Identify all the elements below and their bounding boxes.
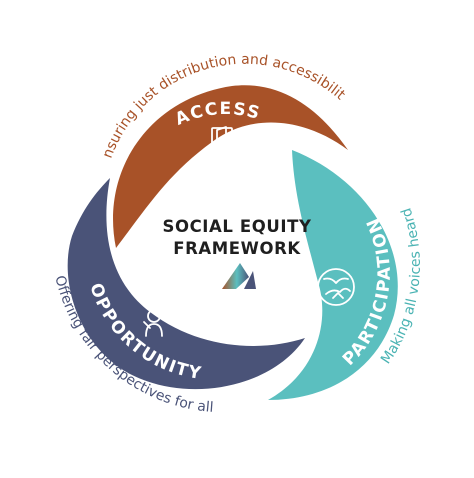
door-icon bbox=[211, 126, 233, 157]
joined-hands-icon bbox=[317, 268, 355, 306]
center-title-line-1: SOCIAL EQUITY bbox=[162, 217, 311, 236]
child-star-icon bbox=[143, 300, 171, 337]
participation-band bbox=[268, 150, 398, 400]
framework-logo bbox=[222, 263, 256, 289]
opportunity-band bbox=[67, 178, 305, 390]
access-band bbox=[113, 85, 348, 249]
center-title-line-2: FRAMEWORK bbox=[173, 239, 301, 258]
